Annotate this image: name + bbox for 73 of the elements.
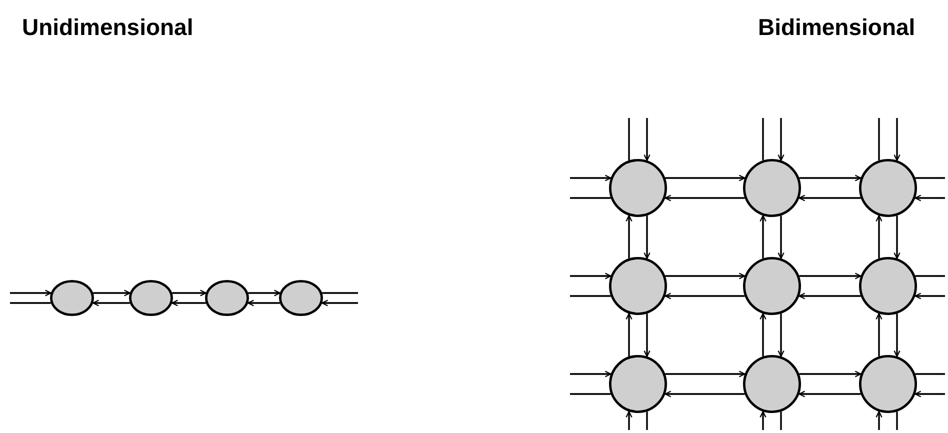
processor-circle: [743, 257, 801, 315]
arrow: [626, 313, 632, 356]
connector-line: [628, 118, 630, 160]
arrow: [248, 290, 280, 296]
arrow: [10, 290, 52, 296]
arrow: [644, 216, 650, 259]
connector-line: [915, 177, 945, 179]
arrow: [760, 215, 766, 258]
connector-line: [570, 393, 611, 395]
arrow: [644, 118, 650, 161]
heading: Bidimensional: [758, 14, 916, 41]
arrow: [914, 390, 945, 398]
processor-circle: [609, 355, 667, 413]
arrow: [664, 292, 745, 300]
connector-line: [878, 118, 880, 160]
arrow: [798, 194, 861, 202]
arrow: [644, 314, 650, 357]
processor-circle: [859, 355, 917, 413]
processor-circle: [859, 257, 917, 315]
arrow: [665, 370, 746, 378]
arrow: [799, 174, 862, 182]
connector-line: [915, 275, 945, 277]
arrow: [876, 411, 882, 430]
connector-line: [780, 412, 782, 430]
arrow: [778, 118, 784, 161]
arrow: [760, 411, 766, 430]
arrow: [760, 313, 766, 356]
processor-circle: [609, 159, 667, 217]
connector-line: [896, 412, 898, 430]
arrow: [778, 314, 784, 357]
processor-circle: [50, 280, 94, 316]
arrow: [322, 300, 358, 306]
arrow: [799, 272, 862, 280]
arrow: [665, 174, 746, 182]
arrow: [894, 314, 900, 357]
connector-line: [915, 373, 945, 375]
arrow: [248, 300, 280, 306]
arrow: [626, 411, 632, 430]
processor-circle: [743, 355, 801, 413]
connector-line: [570, 295, 611, 297]
connector-line: [322, 292, 358, 294]
connector-line: [570, 197, 611, 199]
processor-circle: [859, 159, 917, 217]
arrow: [876, 215, 882, 258]
arrow: [664, 194, 745, 202]
heading: Unidimensional: [22, 14, 194, 41]
arrow: [570, 272, 612, 280]
processor-circle: [205, 280, 249, 316]
arrow: [93, 290, 130, 296]
arrow: [914, 292, 945, 300]
processor-circle: [743, 159, 801, 217]
arrow: [894, 216, 900, 259]
processor-circle: [279, 280, 323, 316]
arrow: [798, 390, 861, 398]
arrow: [172, 300, 206, 306]
arrow: [876, 313, 882, 356]
processor-circle: [609, 257, 667, 315]
arrow: [664, 390, 745, 398]
arrow: [665, 272, 746, 280]
arrow: [92, 300, 130, 306]
arrow: [798, 292, 861, 300]
arrow: [172, 290, 206, 296]
connector-line: [646, 412, 648, 430]
connector-line: [10, 302, 51, 304]
processor-circle: [129, 280, 173, 316]
arrow: [799, 370, 862, 378]
arrow: [914, 194, 945, 202]
arrow: [626, 215, 632, 258]
arrow: [570, 370, 612, 378]
arrow: [778, 216, 784, 259]
arrow: [570, 174, 612, 182]
connector-line: [762, 118, 764, 160]
arrow: [894, 118, 900, 161]
